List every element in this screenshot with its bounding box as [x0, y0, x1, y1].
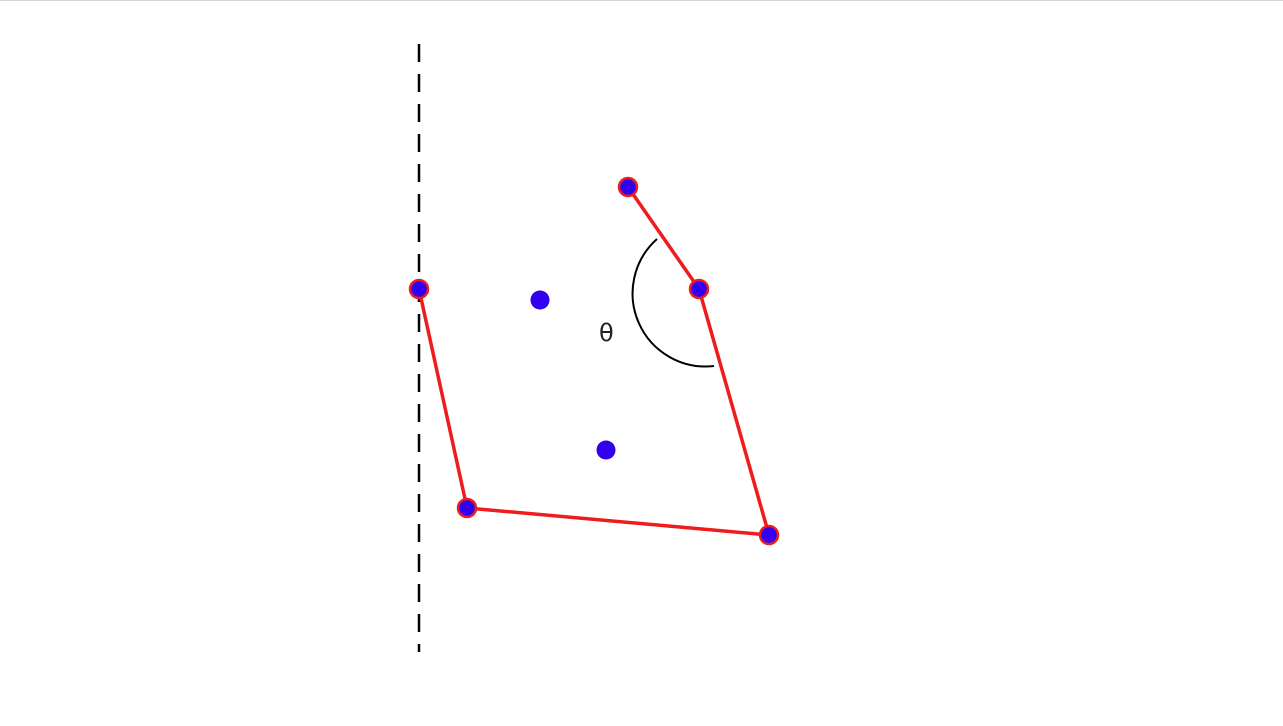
- angle-label: θ: [599, 319, 614, 347]
- vertex-point[interactable]: [408, 278, 430, 300]
- red-polyline: [417, 185, 771, 537]
- vertex-point[interactable]: [758, 524, 780, 546]
- vertex-point[interactable]: [617, 176, 639, 198]
- vertex-point[interactable]: [456, 497, 478, 519]
- vertex-point[interactable]: [688, 278, 710, 300]
- free-point[interactable]: [530, 290, 550, 310]
- angle-arc: [631, 238, 715, 368]
- top-divider: [0, 0, 1283, 1]
- free-point[interactable]: [596, 440, 616, 460]
